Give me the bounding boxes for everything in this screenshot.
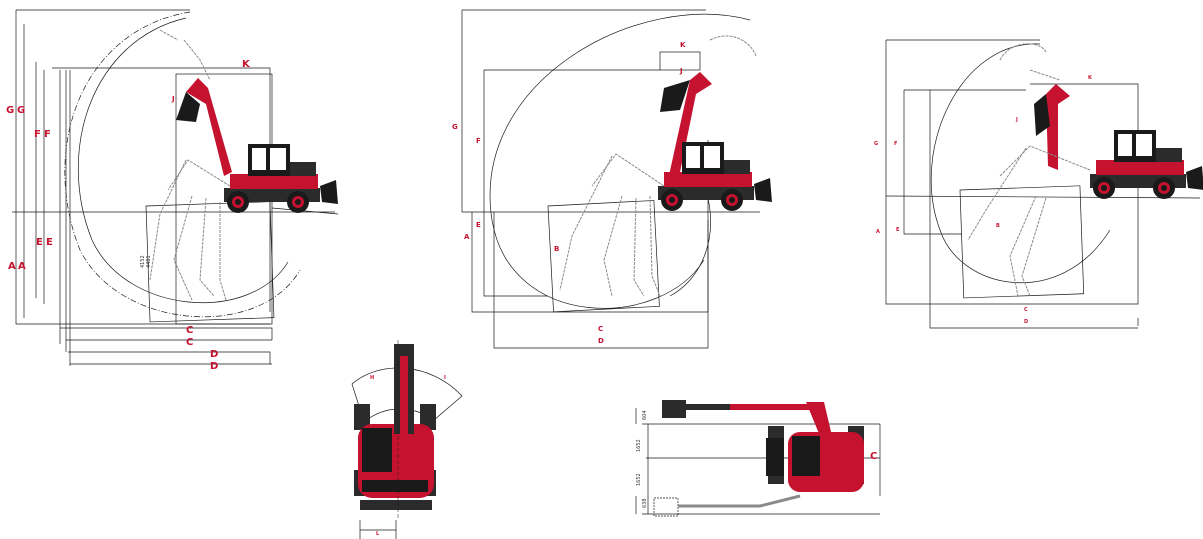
side-view-3 — [885, 39, 1201, 329]
label-h: H — [370, 375, 375, 381]
label-c2: C — [186, 337, 194, 348]
label-j: J — [680, 67, 683, 75]
excavator-body-1 — [224, 144, 338, 213]
dim-4481: 4481 — [146, 255, 152, 268]
label-e: E — [896, 227, 900, 233]
label-c1: C — [186, 325, 194, 336]
label-g: G — [874, 141, 879, 147]
label-a: A — [876, 229, 880, 235]
ghost-arms-1 — [149, 29, 231, 301]
label-c: C — [1024, 307, 1028, 313]
ghost-arms-3 — [967, 43, 1091, 297]
label-d1: D — [210, 349, 219, 360]
label-l: L — [376, 531, 380, 537]
label-g: G — [452, 123, 458, 131]
dim-638: 638 — [642, 498, 648, 508]
label-e2: E — [46, 237, 53, 248]
plan-view — [635, 400, 881, 517]
label-f: F — [476, 137, 481, 145]
ghost-arms-2 — [559, 35, 757, 297]
label-k: K — [1088, 75, 1092, 81]
label-j: J — [172, 95, 175, 103]
dim-1652-top: 1652 — [636, 439, 642, 452]
label-k: K — [680, 41, 686, 49]
label-d: D — [598, 337, 604, 345]
boom-arm-2 — [660, 72, 712, 182]
label-a1: A — [8, 261, 16, 272]
label-f: F — [894, 141, 898, 147]
label-b: B — [554, 245, 560, 253]
label-d2: D — [210, 361, 219, 372]
dim-1652-bottom: 1652 — [636, 473, 642, 486]
side-view-2 — [461, 9, 760, 349]
label-c: C — [598, 325, 604, 333]
label-k: K — [242, 59, 250, 70]
label-f2: F — [44, 129, 51, 140]
label-a: A — [464, 233, 470, 241]
label-d: D — [1024, 319, 1029, 325]
excavator-body-3 — [1090, 130, 1203, 199]
label-a2: A — [18, 261, 26, 272]
boom-arm-3 — [1034, 84, 1070, 170]
dim-604: 604 — [642, 410, 648, 420]
label-b: B — [996, 223, 1000, 229]
top-view — [351, 340, 463, 539]
label-j: J — [1016, 117, 1018, 123]
label-c: C — [870, 451, 878, 462]
side-view-1 — [12, 9, 339, 366]
label-e: E — [476, 221, 481, 229]
label-f1: F — [34, 129, 41, 140]
label-g2: G — [17, 105, 26, 116]
label-i: I — [444, 375, 446, 381]
boom-arm-1 — [176, 78, 232, 176]
label-e1: E — [36, 237, 43, 248]
label-g1: G — [6, 105, 15, 116]
